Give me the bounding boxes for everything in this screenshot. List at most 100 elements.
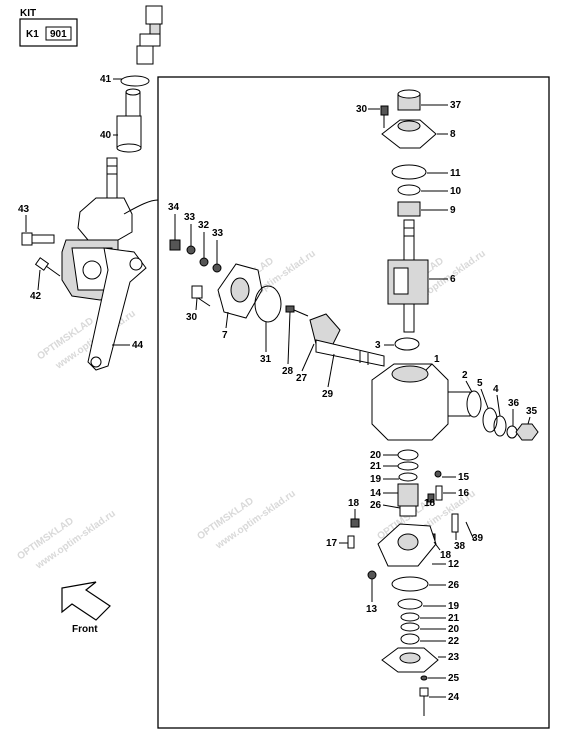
callout-21-lower: 21	[448, 613, 460, 624]
callout-22: 22	[448, 636, 460, 647]
callout-33-a: 33	[184, 212, 196, 223]
callout-40: 40	[100, 130, 112, 141]
callout-31: 31	[260, 354, 272, 365]
gear-housing	[371, 363, 539, 441]
valve-spool	[387, 219, 429, 333]
shaft-seal	[394, 337, 420, 351]
callout-27: 27	[296, 373, 308, 384]
nut-33b	[212, 263, 222, 273]
callout-6: 6	[450, 274, 456, 285]
nut-35	[515, 423, 539, 441]
callout-14: 14	[370, 488, 382, 499]
callout-18-right: 18	[424, 498, 436, 509]
gearbox-upper	[77, 197, 133, 241]
callout-20-top: 20	[370, 450, 382, 461]
boot-cap	[125, 88, 141, 96]
callout-15: 15	[458, 472, 470, 483]
pin-39	[465, 521, 475, 541]
callout-19-lower: 19	[448, 601, 460, 612]
spool-shaft	[403, 219, 415, 261]
column-assembly	[21, 5, 163, 371]
callout-32: 32	[198, 220, 210, 231]
plug-18b	[350, 518, 360, 528]
callout-34: 34	[168, 202, 180, 213]
kit-code: K1	[26, 29, 39, 40]
adjuster-2	[466, 390, 482, 418]
washer-20b	[400, 622, 420, 632]
callout-30-top: 30	[356, 104, 368, 115]
front-arrow	[61, 581, 111, 621]
kit-title: KIT	[20, 8, 36, 19]
callout-35: 35	[526, 406, 538, 417]
cover-screw	[380, 105, 389, 116]
washer-20	[397, 449, 419, 461]
callout-24: 24	[448, 692, 460, 703]
callout-42: 42	[30, 291, 42, 302]
boot-lower	[116, 115, 142, 149]
callout-2: 2	[462, 370, 468, 381]
washer-22	[400, 633, 420, 645]
gearbox-port	[82, 260, 102, 280]
sector-side-parts	[169, 239, 385, 367]
u-joint-lower	[136, 45, 154, 65]
callout-44: 44	[132, 340, 144, 351]
worm-shaft	[403, 303, 415, 333]
callout-41: 41	[100, 74, 112, 85]
seal-19b	[397, 598, 423, 610]
callout-4: 4	[493, 384, 499, 395]
front-label: Front	[72, 624, 98, 635]
callout-11: 11	[450, 168, 461, 179]
spacer-26	[399, 505, 417, 517]
circlip	[120, 75, 150, 87]
housing-body	[371, 363, 449, 441]
u-joint-top	[145, 5, 163, 25]
gasket-31	[254, 285, 282, 323]
o-ring	[391, 164, 427, 180]
u-joint-cross	[149, 23, 161, 35]
callout-37: 37	[450, 100, 462, 111]
callout-12: 12	[448, 559, 460, 570]
seal-5	[482, 407, 498, 433]
kit-number: 901	[50, 29, 67, 40]
gasket-26	[391, 576, 429, 592]
callout-23: 23	[448, 652, 460, 663]
input-shaft	[106, 157, 118, 199]
callout-39: 39	[472, 533, 484, 544]
upper-cover-stack	[380, 89, 437, 217]
callout-17: 17	[326, 538, 338, 549]
callout-18-lower: 18	[440, 550, 452, 561]
callout-43: 43	[18, 204, 30, 215]
sector-shaft-29	[315, 339, 385, 367]
callout-26-lower: 26	[448, 580, 460, 591]
screw-30	[191, 285, 203, 299]
screw-28	[285, 305, 295, 313]
u-joint-yoke	[139, 33, 161, 47]
callout-10: 10	[450, 186, 462, 197]
callout-30-side: 30	[186, 312, 198, 323]
callout-1: 1	[434, 354, 440, 365]
callout-3: 3	[375, 340, 381, 351]
pitman-arm-boss	[129, 257, 143, 271]
seal-19	[398, 472, 418, 482]
callout-38: 38	[454, 541, 466, 552]
spring-16	[435, 485, 443, 501]
callout-7: 7	[222, 330, 228, 341]
detail-frame	[157, 76, 550, 729]
front-indicator: Front	[61, 581, 111, 635]
callout-5: 5	[477, 378, 483, 389]
callout-9: 9	[450, 205, 456, 216]
callout-21-top: 21	[370, 461, 382, 472]
washer-25	[420, 675, 428, 681]
piston-14	[397, 483, 419, 507]
callout-28: 28	[282, 366, 294, 377]
grease-nipple	[34, 257, 50, 271]
bearing	[397, 201, 421, 217]
nut-33	[186, 245, 196, 255]
lower-stack	[347, 449, 475, 716]
pitman-arm	[87, 247, 147, 371]
ring-21	[397, 461, 419, 471]
callout-25: 25	[448, 673, 460, 684]
bolt-24-head	[419, 687, 429, 697]
ring-21b	[400, 612, 420, 622]
